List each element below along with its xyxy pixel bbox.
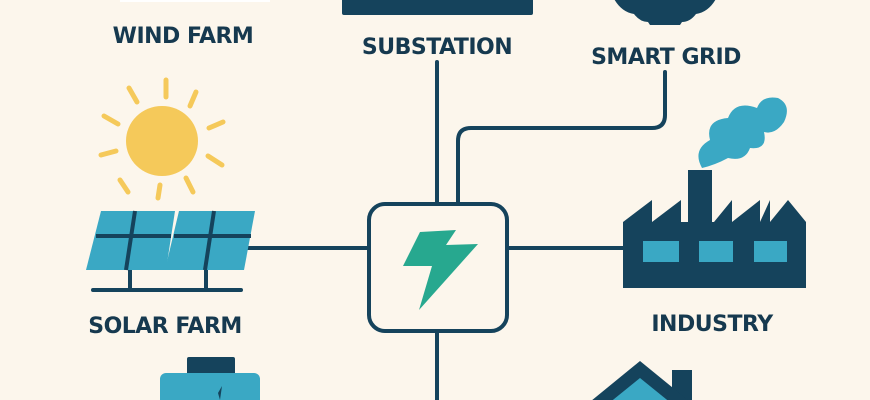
smart-grid-gear-icon bbox=[614, 0, 716, 25]
connectors bbox=[240, 60, 667, 400]
smoke-icon bbox=[698, 97, 787, 168]
central-hub bbox=[367, 202, 509, 333]
house-icon bbox=[592, 361, 692, 400]
smart-grid-label: SMART GRID bbox=[591, 45, 741, 70]
smart-grid-connector bbox=[456, 70, 667, 207]
wind-farm-icon bbox=[120, 0, 270, 2]
solar-panel-icon bbox=[86, 210, 255, 292]
sun-icon bbox=[98, 77, 226, 201]
industry-label: INDUSTRY bbox=[651, 312, 774, 337]
solar-farm-label: SOLAR FARM bbox=[88, 314, 242, 339]
lightning-bolt-icon bbox=[403, 230, 478, 310]
factory-icon bbox=[623, 170, 806, 288]
wind-farm-label: WIND FARM bbox=[113, 24, 254, 49]
substation-icon bbox=[342, 0, 533, 15]
substation-label: SUBSTATION bbox=[362, 35, 512, 60]
battery-icon bbox=[160, 357, 260, 400]
